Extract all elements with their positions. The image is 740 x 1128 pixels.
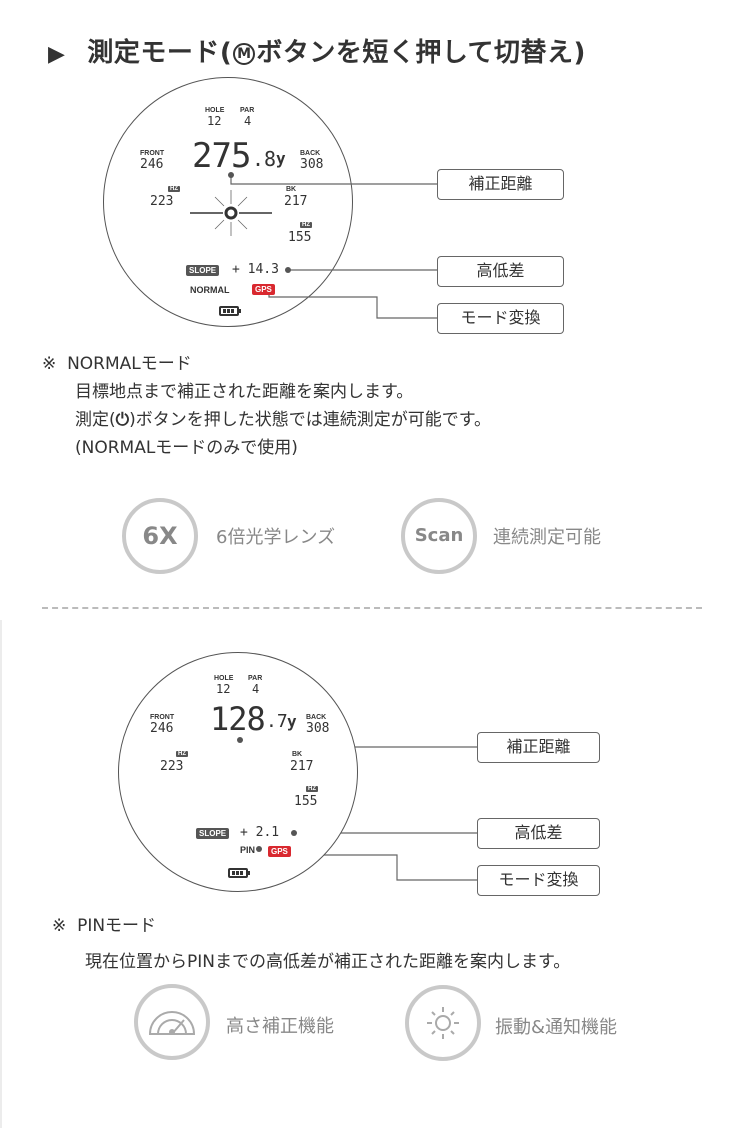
slope-value: + 14.3	[232, 262, 279, 277]
callout-elevation: 高低差	[477, 818, 600, 849]
hole-value: 12	[207, 114, 222, 128]
bk-value: 217	[284, 194, 308, 209]
hz-right-value: 155	[288, 230, 312, 245]
feature-label: 連続測定可能	[493, 527, 601, 548]
callout-elevation: 高低差	[437, 256, 564, 287]
callout-mode-change: モード変換	[477, 865, 600, 896]
hole-label: HOLE	[214, 675, 234, 682]
gps-badge: GPS	[252, 284, 275, 295]
scope-view-pin	[118, 652, 358, 892]
unit-label: y	[287, 712, 297, 731]
feature-label: 6倍光学レンズ	[216, 527, 336, 548]
note-line: 目標地点まで補正された距離を案内します。	[75, 382, 414, 402]
bk-label: BK	[292, 751, 303, 758]
slope-badge: SLOPE	[186, 265, 220, 276]
hz-right-badge: HZ	[306, 786, 318, 792]
back-label: BACK	[300, 150, 321, 157]
mode-label: PIN	[240, 845, 256, 855]
hz-left-badge: HZ	[176, 751, 188, 757]
slope-badge: SLOPE	[196, 828, 230, 839]
note-heading: PINモード	[77, 916, 157, 936]
pin-mode-note: ※ PINモード 現在位置からPINまでの高低差が補正された距離を案内します。	[52, 912, 570, 976]
triangle-marker-icon: ▶	[48, 42, 66, 67]
front-value: 246	[150, 721, 174, 736]
bk-label: BK	[286, 186, 297, 193]
callout-corrected-distance: 補正距離	[437, 169, 564, 200]
back-label: BACK	[306, 714, 327, 721]
front-value: 246	[140, 157, 164, 172]
note-line: 現在位置からPINまでの高低差が補正された距離を案内します。	[85, 952, 571, 972]
par-value: 4	[252, 682, 260, 696]
feature-label: 高さ補正機能	[226, 1016, 334, 1037]
side-rule	[0, 620, 2, 1128]
unit-label: y	[276, 149, 286, 168]
mode-label: NORMAL	[190, 285, 230, 295]
distance-decimal: .7	[266, 711, 288, 732]
leader-dot	[237, 737, 243, 743]
par-label: PAR	[240, 107, 255, 114]
distance-main: 128	[210, 700, 266, 738]
par-value: 4	[244, 114, 252, 128]
m-button-icon: M	[233, 43, 256, 65]
leader-dot	[285, 267, 291, 273]
distance-decimal: .8	[252, 147, 277, 171]
hz-left-value: 223	[150, 194, 174, 209]
hz-right-badge: HZ	[300, 222, 312, 228]
hz-left-value: 223	[160, 759, 184, 774]
back-value: 308	[306, 721, 330, 736]
front-label: FRONT	[150, 714, 175, 721]
scan-icon: Scan	[401, 498, 477, 574]
battery-icon	[228, 868, 250, 878]
leader-dot	[291, 830, 297, 836]
note-heading: NORMALモード	[67, 354, 192, 374]
power-icon: ⏻	[115, 410, 130, 430]
hz-right-value: 155	[294, 794, 318, 809]
callout-corrected-distance: 補正距離	[477, 732, 600, 763]
sun-vibration-icon	[405, 985, 481, 1061]
note-mark: ※	[42, 354, 57, 374]
slope-value: + 2.1	[240, 825, 280, 840]
distance-main: 275	[192, 136, 251, 176]
leader-dot	[228, 172, 234, 178]
hole-label: HOLE	[205, 107, 225, 114]
battery-icon	[219, 306, 241, 316]
section-divider	[42, 607, 702, 609]
note-line: 測定(⏻)ボタンを押した状態では連続測定が可能です。	[42, 406, 491, 434]
front-label: FRONT	[140, 150, 165, 157]
callout-mode-change: モード変換	[437, 303, 564, 334]
bk-value: 217	[290, 759, 314, 774]
hz-left-badge: HZ	[168, 186, 180, 192]
feature-label: 振動&通知機能	[495, 1017, 618, 1038]
note-line: (NORMALモードのみで使用)	[75, 438, 298, 458]
back-value: 308	[300, 157, 324, 172]
note-mark: ※	[52, 916, 67, 936]
protractor-icon	[134, 984, 210, 1060]
leader-dot	[256, 846, 262, 852]
hole-value: 12	[216, 682, 231, 696]
normal-mode-note: ※ NORMALモード 目標地点まで補正された距離を案内します。 測定(⏻)ボタ…	[42, 350, 491, 462]
scope-view-normal	[103, 77, 353, 327]
6x-icon: 6X	[122, 498, 198, 574]
par-label: PAR	[248, 675, 263, 682]
gps-badge: GPS	[268, 846, 291, 857]
